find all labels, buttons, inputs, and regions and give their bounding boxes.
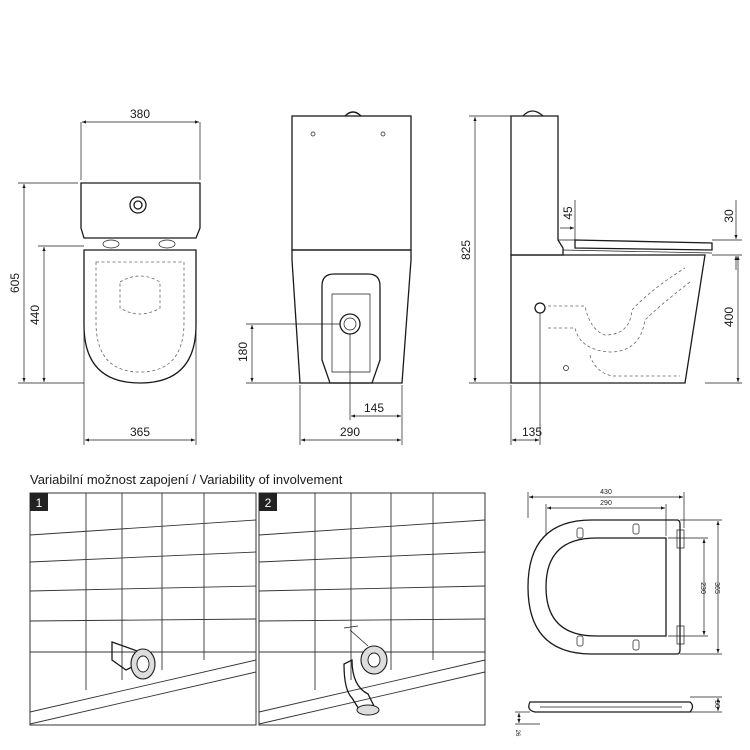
panel-1-number: 1 bbox=[36, 496, 43, 510]
seat-width-total: 430 bbox=[600, 489, 612, 496]
seat-drawing: 430 290 365 230 50 26 bbox=[514, 489, 722, 737]
connection-panel-2: 2 bbox=[258, 492, 486, 726]
dim-total-height: 825 bbox=[459, 240, 473, 260]
dim-seat-thickness: 30 bbox=[722, 209, 736, 223]
dim-total-depth: 605 bbox=[8, 273, 22, 293]
dim-seat-height: 400 bbox=[722, 307, 736, 327]
dim-outlet-height: 180 bbox=[236, 342, 250, 362]
dim-seat-offset: 45 bbox=[561, 206, 575, 220]
panel-2-number: 2 bbox=[265, 496, 272, 510]
seat-side-small: 26 bbox=[514, 730, 520, 737]
dim-front-depth: 440 bbox=[28, 305, 42, 325]
seat-length-total: 365 bbox=[713, 582, 720, 594]
dim-rear-offset: 135 bbox=[522, 425, 542, 439]
dim-outlet-offset: 145 bbox=[364, 401, 384, 415]
dim-base-width: 290 bbox=[340, 425, 360, 439]
dim-top-width: 380 bbox=[130, 107, 150, 121]
seat-thickness: 50 bbox=[713, 700, 720, 708]
seat-width-inner: 290 bbox=[600, 500, 612, 507]
top-view: 380 605 440 365 bbox=[8, 107, 201, 445]
connection-panel-1: 1 bbox=[29, 492, 257, 726]
variability-heading: Variabilní možnost zapojení / Variabilit… bbox=[30, 472, 343, 487]
dim-bottom-width: 365 bbox=[130, 425, 150, 439]
seat-length-inner: 230 bbox=[699, 582, 706, 594]
side-view: 825 45 30 400 135 bbox=[459, 110, 742, 445]
front-view: 180 145 290 bbox=[236, 111, 412, 445]
